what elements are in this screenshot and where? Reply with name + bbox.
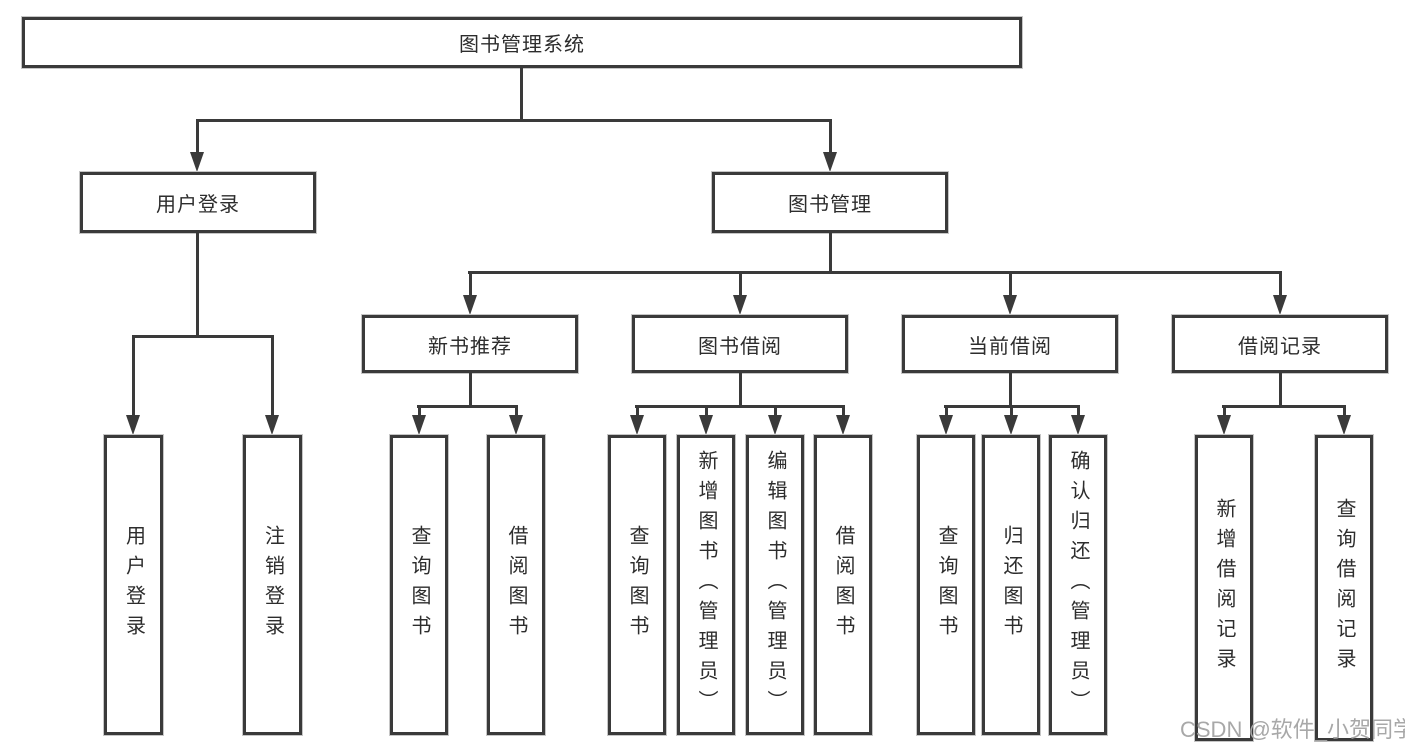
connector-arrowhead	[1004, 415, 1018, 435]
connector-line-vertical	[469, 271, 472, 297]
connector-arrowhead	[1273, 295, 1287, 315]
node-root-system: 图书管理系统	[22, 17, 1022, 68]
leaf-query-books-current: 查询图书	[917, 435, 975, 735]
connector-line-vertical	[418, 405, 421, 417]
connector-line-vertical	[636, 405, 639, 417]
node-book-borrow: 图书借阅	[632, 315, 848, 373]
connector-arrowhead	[823, 152, 837, 172]
csdn-watermark: CSDN @软件_小贺同学	[1180, 717, 1405, 742]
connector-arrowhead	[733, 295, 747, 315]
node-current-borrow: 当前借阅	[902, 315, 1118, 373]
connector-line-vertical	[1223, 405, 1226, 417]
connector-line-horizontal	[196, 119, 832, 122]
leaf-logout: 注销登录	[243, 435, 302, 735]
node-book-management: 图书管理	[712, 172, 948, 233]
connector-arrowhead	[509, 415, 523, 435]
leaf-query-borrow-record: 查询借阅记录	[1315, 435, 1373, 741]
connector-line-horizontal	[635, 405, 845, 408]
node-borrow-records: 借阅记录	[1172, 315, 1388, 373]
connector-line-vertical	[196, 119, 199, 154]
connector-arrowhead	[1337, 415, 1351, 435]
leaf-return-books: 归还图书	[982, 435, 1040, 735]
connector-arrowhead	[939, 415, 953, 435]
connector-line-vertical	[1279, 271, 1282, 297]
leaf-borrow-books: 借阅图书	[814, 435, 872, 735]
leaf-query-books-recommend: 查询图书	[390, 435, 448, 735]
connector-arrowhead	[265, 415, 279, 435]
node-user-login: 用户登录	[80, 172, 316, 233]
connector-line-vertical	[1009, 271, 1012, 297]
connector-arrowhead	[836, 415, 850, 435]
connector-line-vertical	[520, 68, 523, 122]
connector-line-vertical	[132, 335, 135, 417]
connector-line-vertical	[774, 405, 777, 417]
connector-line-vertical	[829, 233, 832, 273]
connector-line-vertical	[271, 335, 274, 417]
connector-line-vertical	[1010, 405, 1013, 417]
connector-line-vertical	[705, 405, 708, 417]
connector-line-vertical	[739, 373, 742, 407]
connector-arrowhead	[1003, 295, 1017, 315]
connector-line-vertical	[515, 405, 518, 417]
connector-arrowhead	[630, 415, 644, 435]
connector-arrowhead	[768, 415, 782, 435]
connector-line-vertical	[945, 405, 948, 417]
connector-line-horizontal	[1222, 405, 1346, 408]
leaf-user-login: 用户登录	[104, 435, 163, 735]
connector-line-vertical	[1077, 405, 1080, 417]
connector-line-vertical	[842, 405, 845, 417]
connector-arrowhead	[190, 152, 204, 172]
connector-line-horizontal	[468, 271, 1282, 274]
leaf-add-borrow-record: 新增借阅记录	[1195, 435, 1253, 741]
connector-arrowhead	[1217, 415, 1231, 435]
connector-line-vertical	[196, 233, 199, 337]
connector-line-horizontal	[132, 335, 274, 338]
connector-arrowhead	[412, 415, 426, 435]
leaf-query-books-borrow: 查询图书	[608, 435, 666, 735]
connector-line-vertical	[1279, 373, 1282, 407]
leaf-borrow-books-recommend: 借阅图书	[487, 435, 545, 735]
node-new-book-recommend: 新书推荐	[362, 315, 578, 373]
connector-arrowhead	[126, 415, 140, 435]
connector-arrowhead	[1071, 415, 1085, 435]
connector-arrowhead	[463, 295, 477, 315]
connector-line-vertical	[1343, 405, 1346, 417]
leaf-confirm-return-admin: 确认归还（管理员）	[1049, 435, 1107, 735]
leaf-add-books-admin: 新增图书（管理员）	[677, 435, 735, 735]
connector-line-horizontal	[417, 405, 518, 408]
leaf-edit-books-admin: 编辑图书（管理员）	[746, 435, 804, 735]
connector-line-vertical	[739, 271, 742, 297]
connector-line-vertical	[1009, 373, 1012, 407]
connector-line-vertical	[469, 373, 472, 407]
connector-line-vertical	[829, 119, 832, 154]
connector-arrowhead	[699, 415, 713, 435]
